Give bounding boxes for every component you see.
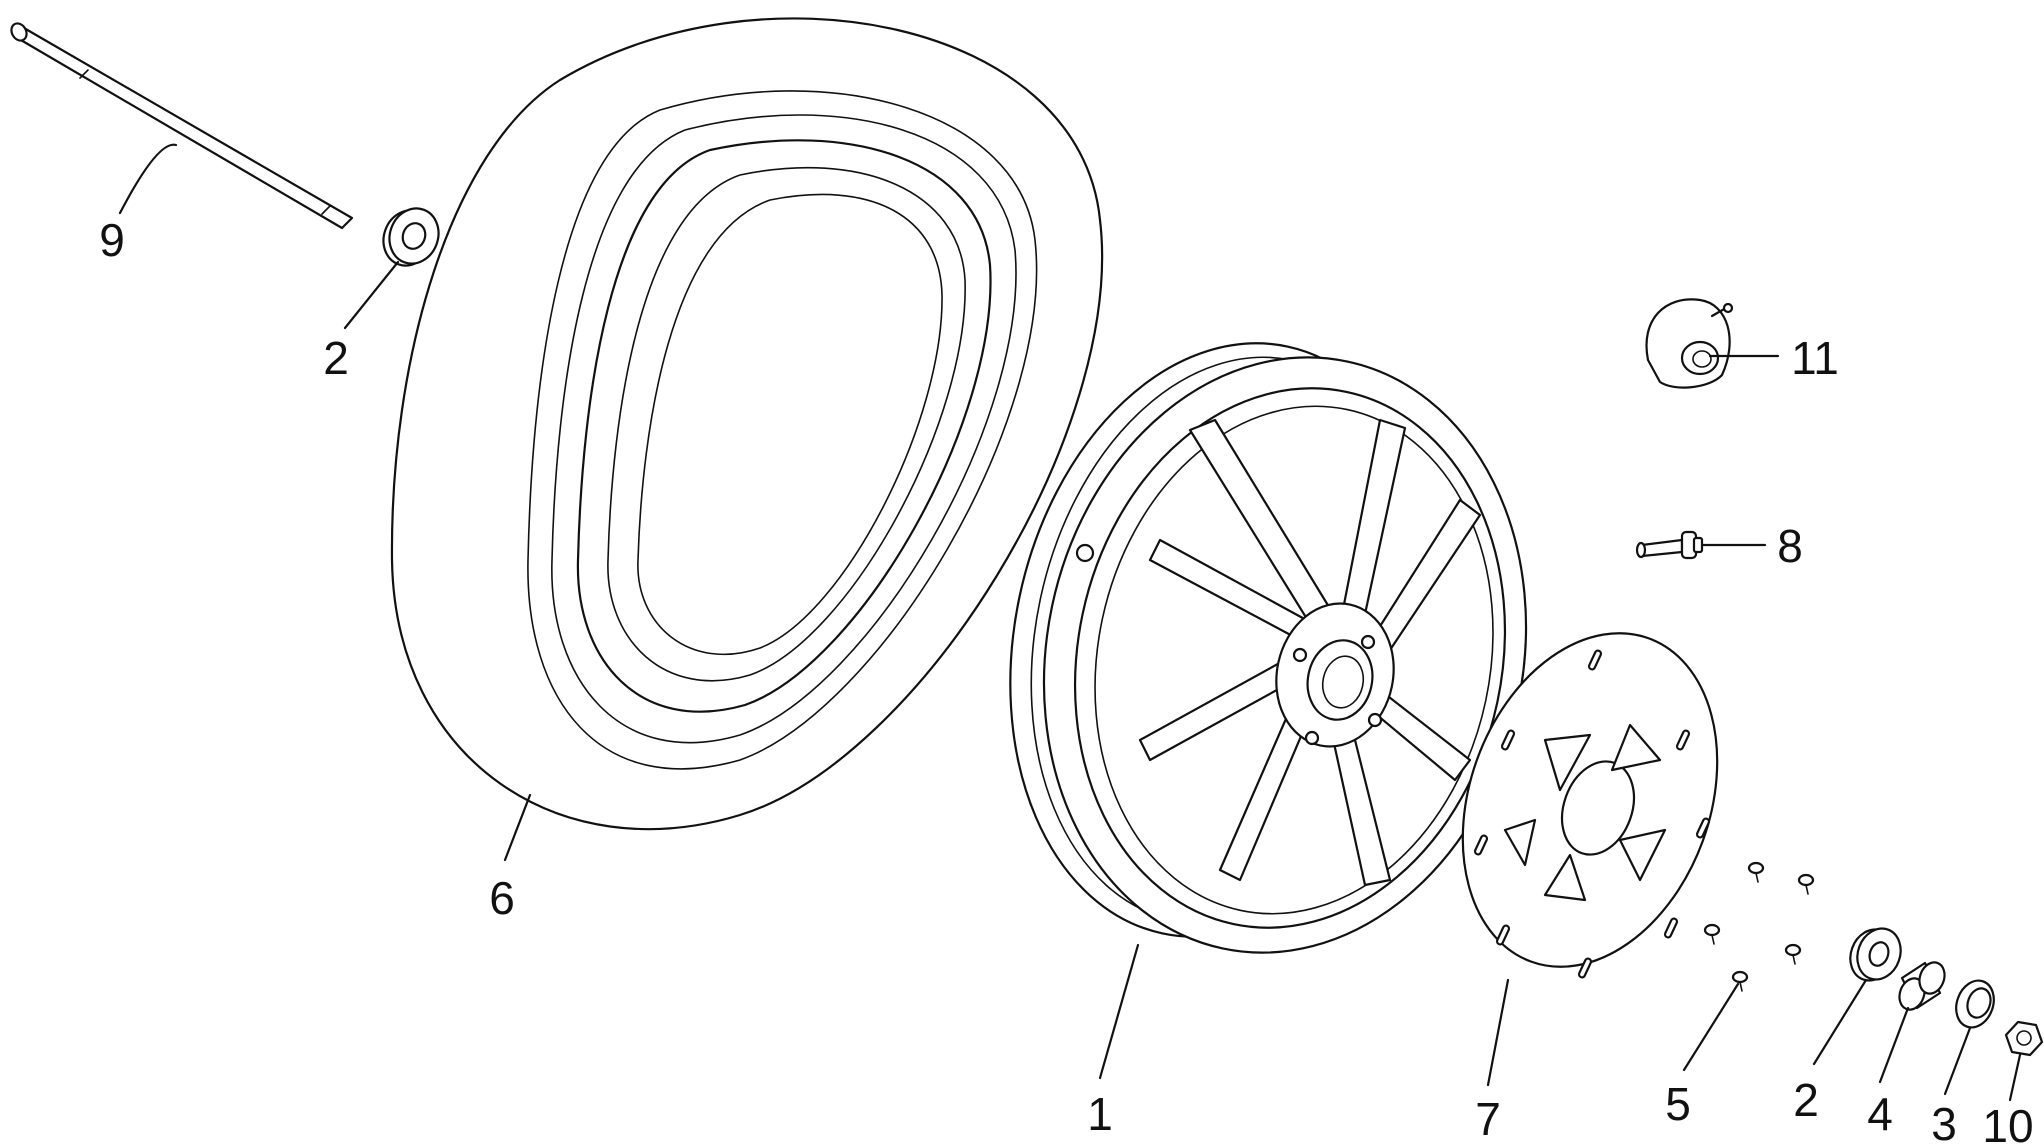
leader-lines: [118, 143, 2022, 1102]
axle-part: [10, 22, 354, 230]
callout-labels: 9 2 6 1 7 5 2 4 3 10 8 11: [99, 214, 2033, 1146]
callout-screws: 5: [1665, 1078, 1691, 1130]
bearing-right-part: [1849, 927, 1902, 982]
callout-valve: 8: [1777, 520, 1803, 572]
leader-screws: [1682, 982, 1740, 1072]
callout-washer: 3: [1931, 1098, 1957, 1146]
brake-disc-part: [1461, 632, 1719, 979]
leader-washer: [1943, 1026, 1972, 1096]
leader-axle: [118, 143, 178, 215]
speedometer-drive-part: [1645, 298, 1734, 389]
spacer-part: [1898, 961, 1946, 1011]
callout-axle: 9: [99, 214, 125, 266]
callout-bearing-right: 2: [1793, 1074, 1819, 1126]
leader-bearing-left: [343, 260, 400, 330]
leader-spacer: [1878, 1006, 1910, 1084]
callout-bearing-left: 2: [323, 332, 349, 384]
callout-spacer: 4: [1867, 1088, 1893, 1140]
tire-part: [390, 17, 1104, 831]
leader-bearing-right: [1812, 978, 1868, 1066]
screws-part: [1703, 861, 1815, 992]
leader-rim: [1098, 943, 1140, 1080]
leader-tire: [503, 793, 532, 862]
nut-part: [2004, 1020, 2044, 1057]
callout-speedometer-drive: 11: [1791, 332, 1839, 384]
leader-nut: [2008, 1053, 2022, 1102]
callout-nut: 10: [1982, 1100, 2033, 1146]
valve-part: [1635, 530, 1704, 560]
callout-tire: 6: [489, 872, 515, 924]
callout-rim: 1: [1087, 1088, 1113, 1140]
callout-brake-disc: 7: [1475, 1093, 1501, 1145]
washer-part: [1955, 979, 1995, 1029]
rim-part: [1009, 342, 1528, 954]
leader-brake-disc: [1486, 978, 1510, 1087]
bearing-left-part: [382, 207, 440, 267]
